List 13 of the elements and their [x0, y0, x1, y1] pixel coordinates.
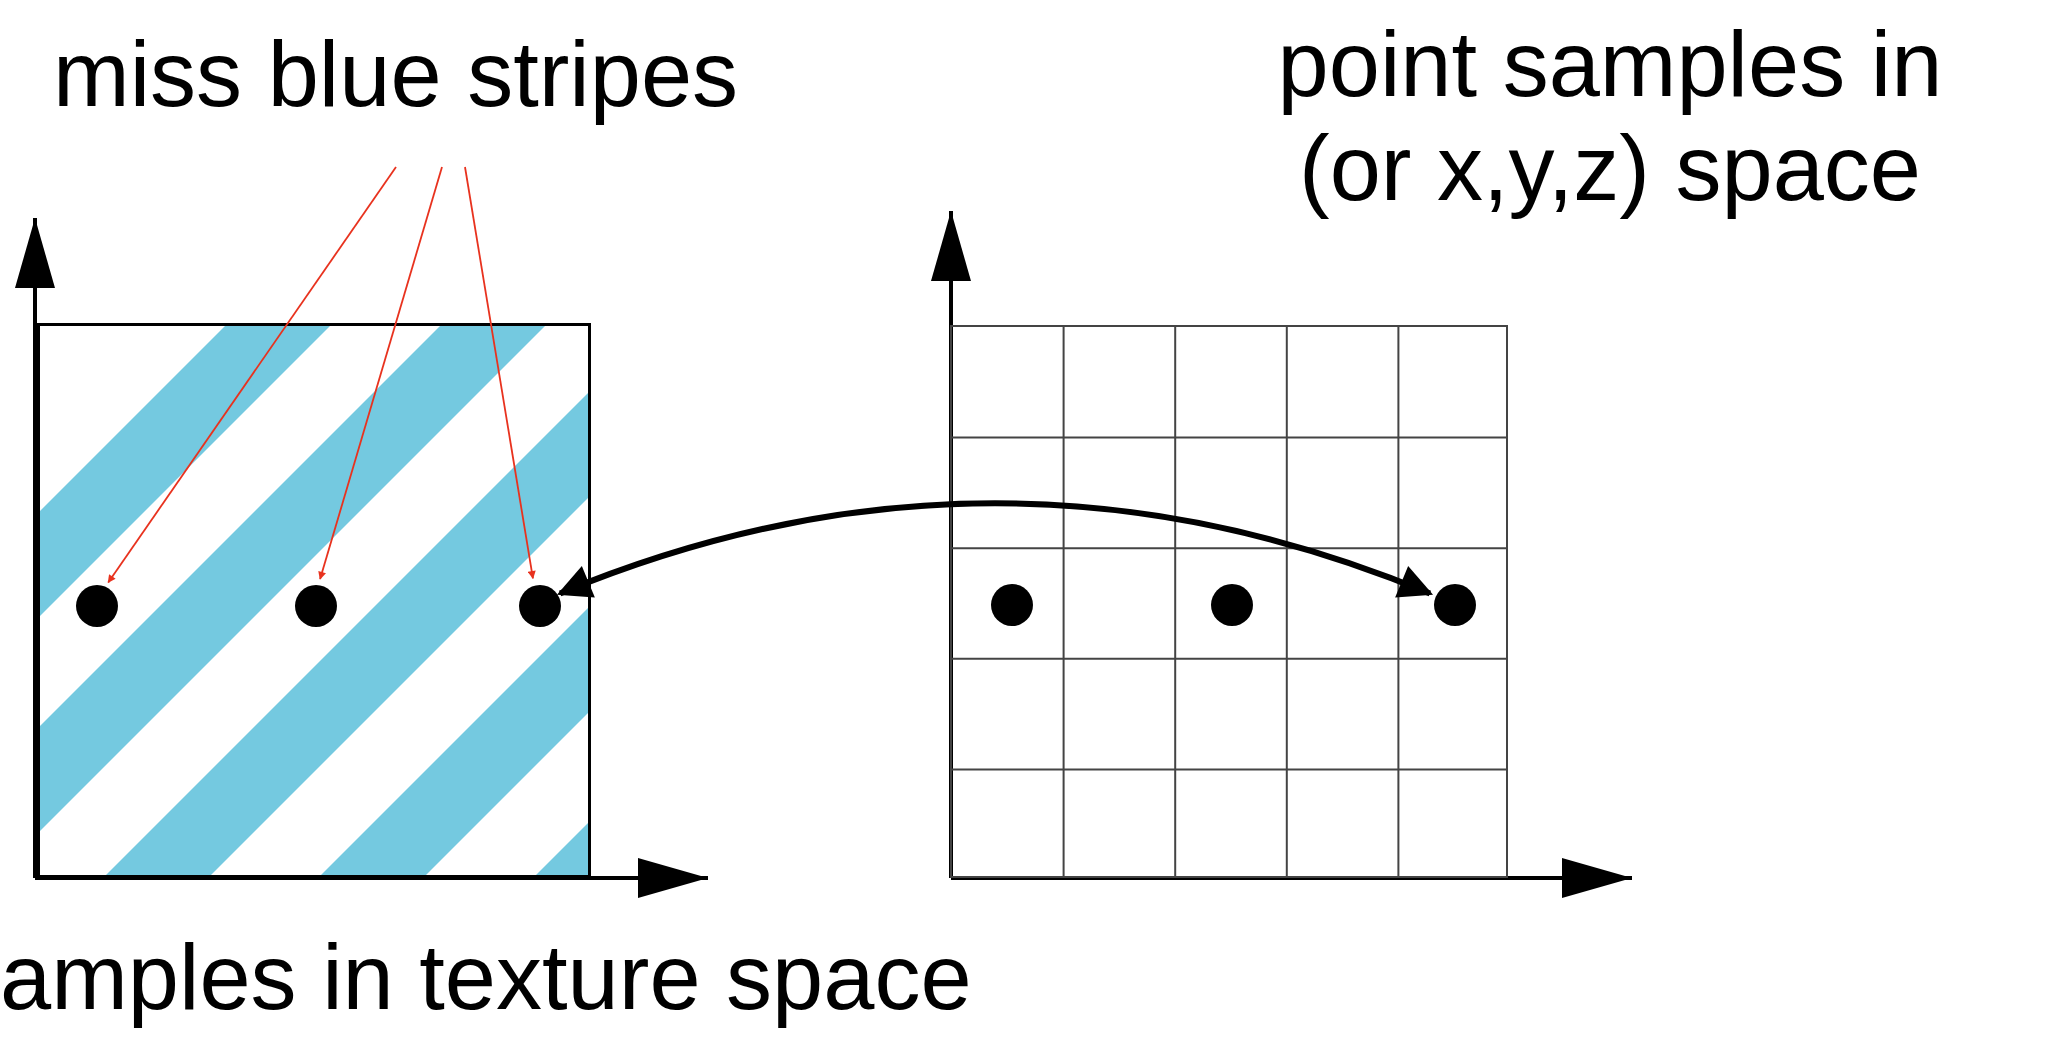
sample-dot — [991, 584, 1033, 626]
leader-line — [318, 166, 443, 580]
callout-text: miss blue stripes — [53, 22, 739, 126]
caption-text: point samples in (or x,y,z) space — [1276, 12, 1944, 220]
sample-dot — [1211, 584, 1253, 626]
leader-line — [464, 166, 536, 580]
caption-text: amples in texture space — [0, 925, 973, 1029]
sample-dot — [519, 585, 561, 627]
sample-dot — [76, 585, 118, 627]
leader-line — [107, 166, 397, 584]
double-arrow — [556, 500, 1434, 599]
sample-dot — [295, 585, 337, 627]
sample-dot — [1434, 584, 1476, 626]
